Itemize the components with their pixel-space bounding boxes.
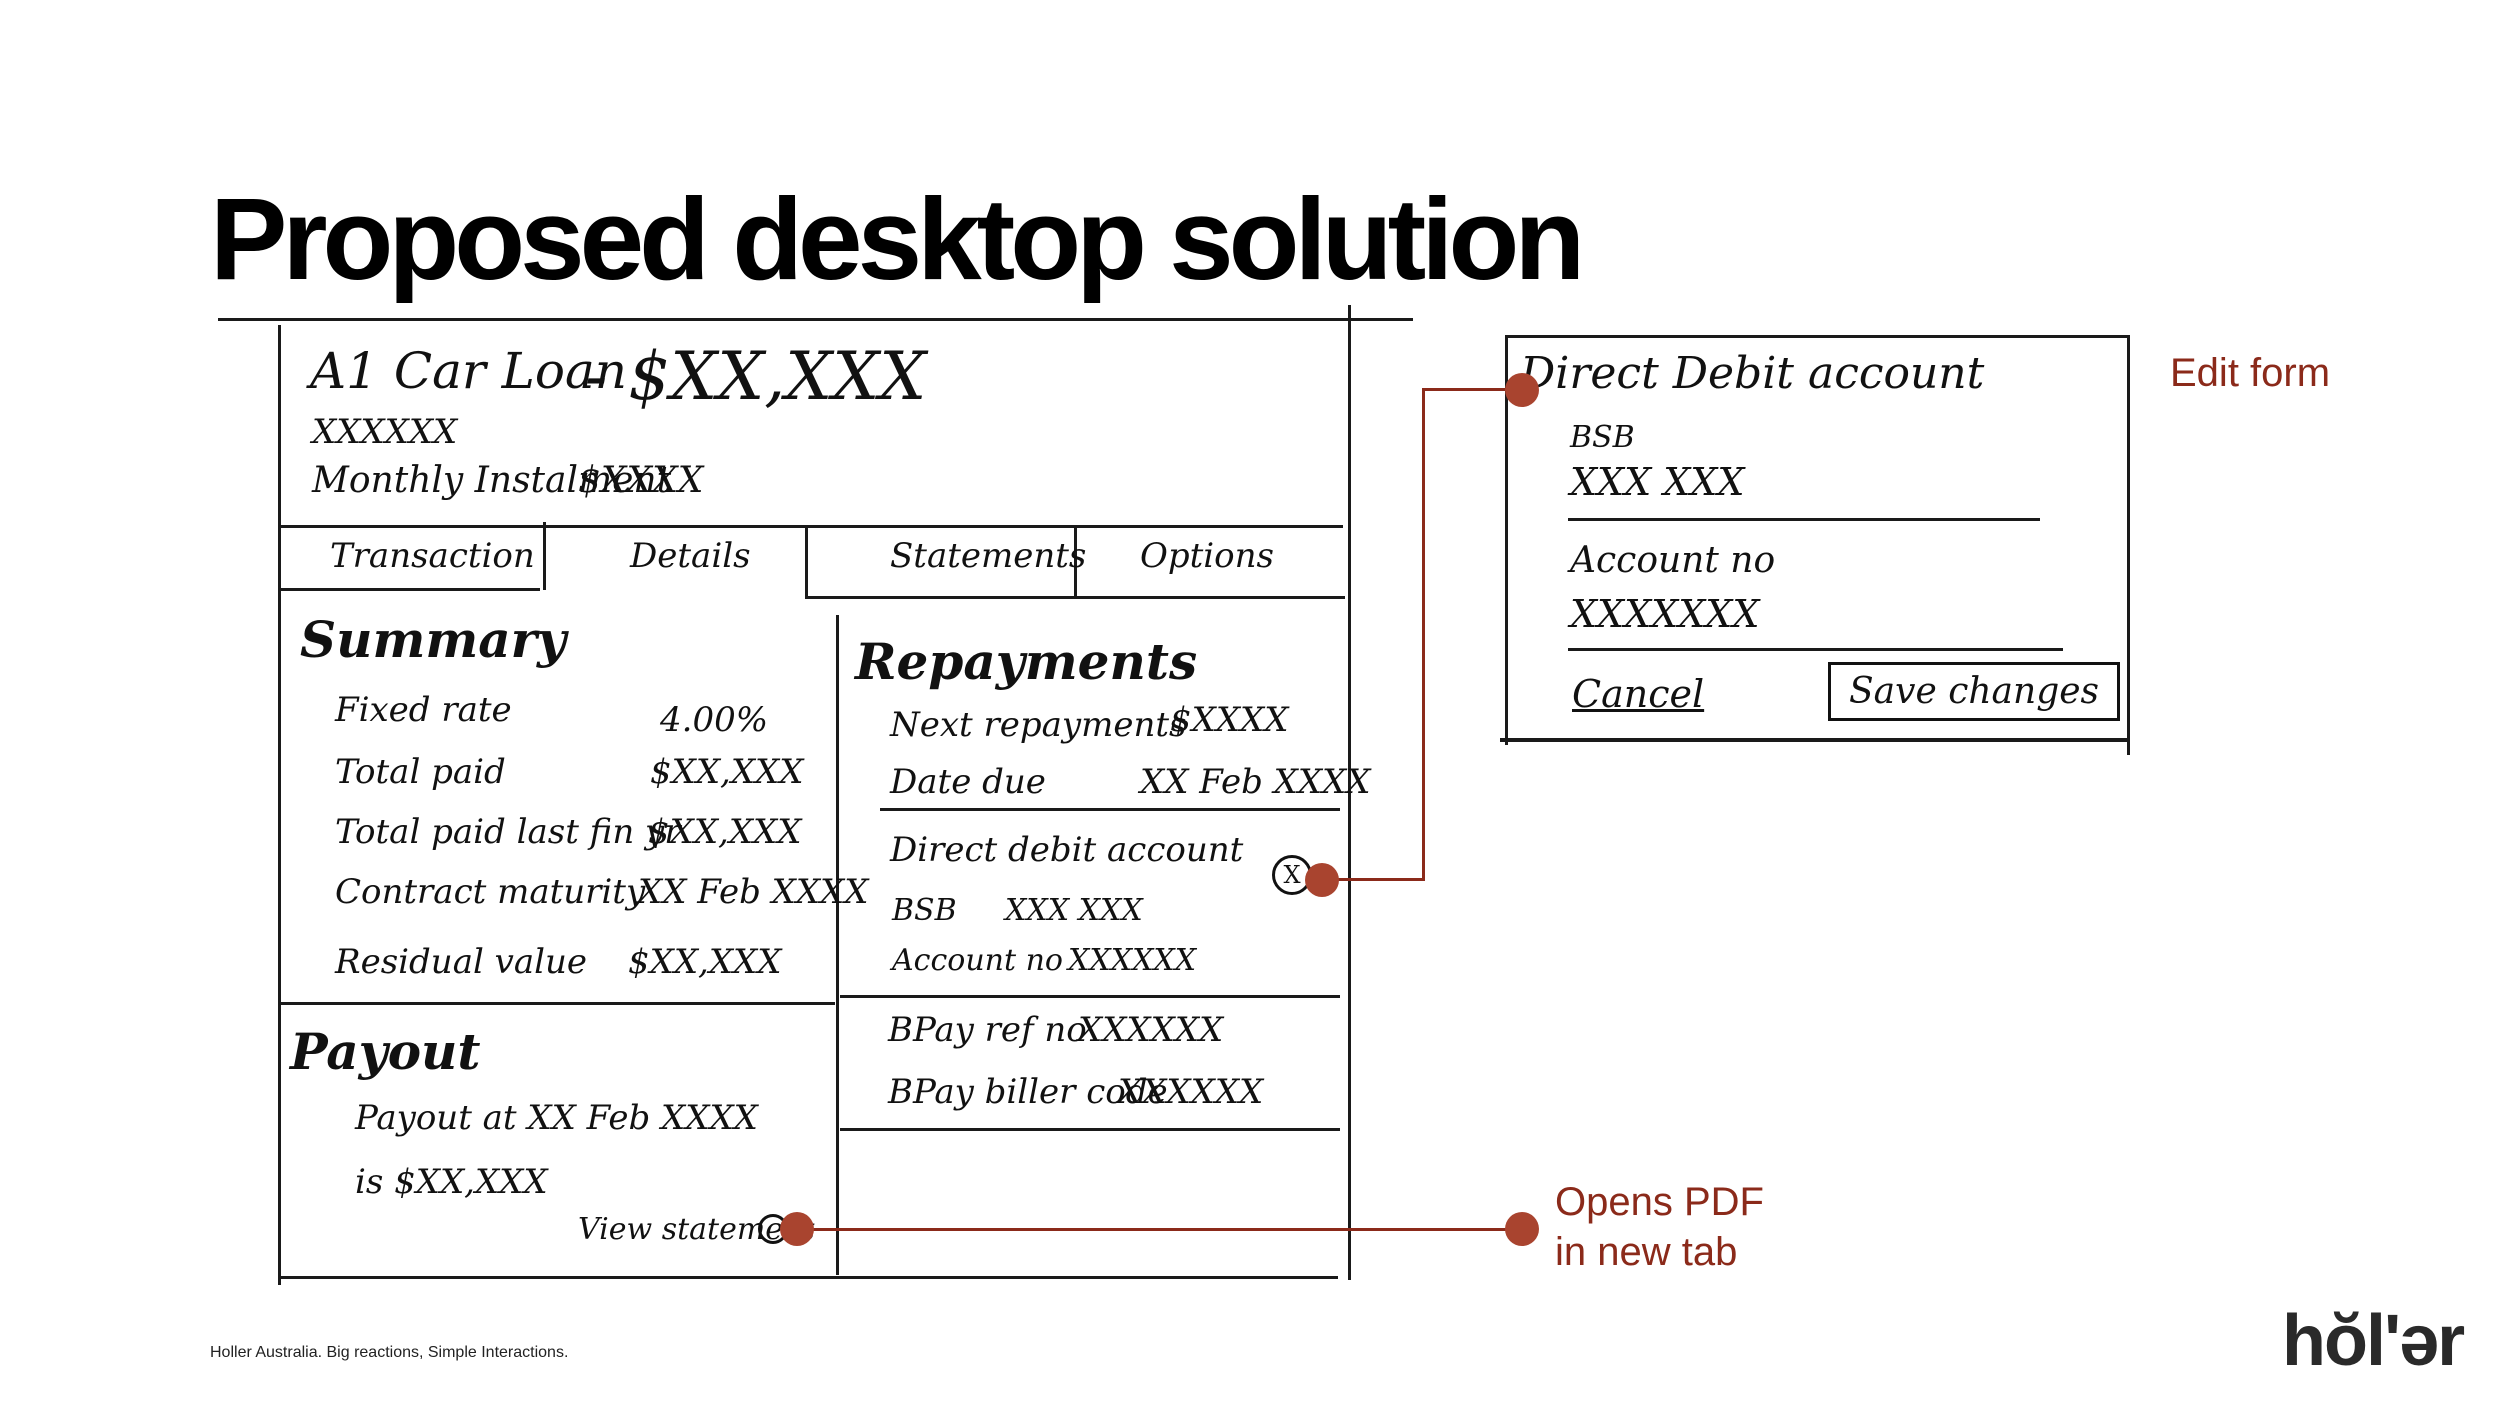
summary-row-label: Total paid last fin yr: [335, 812, 681, 852]
payout-title: Payout: [290, 1022, 481, 1081]
edit-account-input[interactable]: XXXXXXX: [1570, 592, 1760, 636]
summary-row-value: $XX,XXX: [628, 942, 782, 982]
opens-pdf-annotation-line1: Opens PDF: [1555, 1180, 1764, 1224]
next-repayment-value: $XXXX: [1170, 700, 1289, 740]
opens-pdf-annotation-line2: in new tab: [1555, 1230, 1738, 1274]
edit-form-annotation: Edit form: [2170, 351, 2331, 395]
summary-row-label: Residual value: [335, 942, 588, 982]
tab-transaction[interactable]: Transaction: [330, 536, 535, 576]
summary-row-value: $XX,XXX: [648, 812, 802, 852]
edit-bsb-input[interactable]: XXX XXX: [1570, 460, 1745, 504]
summary-title: Summary: [300, 610, 567, 669]
edit-bsb-label: BSB: [1570, 420, 1635, 455]
monthly-instalment-label: Monthly Instalment: [312, 460, 672, 501]
tab-details[interactable]: Details: [630, 536, 751, 576]
bsb-value: XXX XXX: [1005, 893, 1143, 928]
monthly-instalment-value: $XXXX: [578, 460, 704, 501]
payout-amount-text: is $XX,XXX: [355, 1162, 548, 1202]
connector-dot: [1505, 1212, 1539, 1246]
loan-name: A1 Car Loan: [310, 342, 627, 400]
summary-row-label: Total paid: [335, 752, 506, 792]
edit-account-label: Account no: [1570, 540, 1776, 581]
date-due-label: Date due: [890, 762, 1046, 802]
cancel-button[interactable]: Cancel: [1572, 672, 1705, 716]
bsb-label: BSB: [892, 893, 957, 928]
summary-row-label: Contract maturity: [335, 872, 646, 912]
loan-balance: - $XX,XXX: [585, 338, 927, 415]
connector-dot: [1305, 863, 1339, 897]
slide-title: Proposed desktop solution: [210, 174, 1585, 304]
summary-row-value: XX Feb XXXX: [638, 872, 869, 912]
next-repayment-label: Next repayments: [890, 705, 1187, 745]
payout-date-text: Payout at XX Feb XXXX: [355, 1098, 758, 1138]
bpay-biller-label: BPay biller code: [888, 1072, 1168, 1112]
bpay-ref-label: BPay ref no: [888, 1010, 1087, 1050]
account-no-value: XXXXXX: [1068, 943, 1197, 978]
direct-debit-title: Direct debit account: [890, 830, 1244, 870]
tab-statements[interactable]: Statements: [890, 536, 1087, 576]
repayments-title: Repayments: [855, 632, 1198, 691]
edit-form-title: Direct Debit account: [1520, 348, 1985, 399]
loan-account-number: XXXXXX: [312, 412, 458, 452]
date-due-value: XX Feb XXXX: [1140, 762, 1371, 802]
summary-row-label: Fixed rate: [335, 690, 512, 730]
bpay-biller-value: XXXXXX: [1118, 1072, 1264, 1112]
tab-options[interactable]: Options: [1140, 536, 1274, 576]
footer-text: Holler Australia. Big reactions, Simple …: [210, 1344, 569, 1361]
connector-dot: [1505, 373, 1539, 407]
connector-dot: [780, 1212, 814, 1246]
summary-row-value: 4.00%: [660, 700, 769, 740]
holler-logo: hŏl'ər: [2282, 1301, 2465, 1381]
account-no-label: Account no: [892, 943, 1063, 978]
save-changes-button[interactable]: Save changes: [1828, 662, 2121, 721]
bpay-ref-value: XXXXXX: [1078, 1010, 1224, 1050]
summary-row-value: $XX,XXX: [650, 752, 804, 792]
